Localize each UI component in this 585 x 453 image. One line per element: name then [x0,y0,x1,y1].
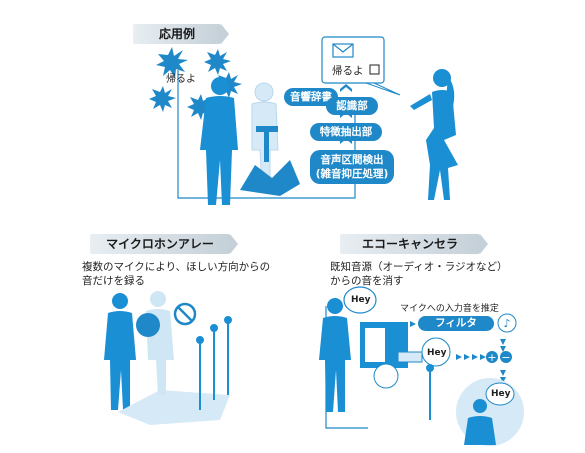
sound-ball-icon [136,313,160,337]
stack-item-vad: 音声区間検出 (雑音抑圧処理) [310,150,394,184]
listener-person-icon [464,399,496,445]
stack-item-vad-label: 音声区間検出 [320,154,384,166]
hey-bubble-2 [421,337,451,367]
svg-text:−: − [501,351,510,364]
hey-bubble-1 [343,286,377,314]
mic-stands-icon [196,316,232,410]
plus-icon [486,351,498,363]
stack-item-dictionary: 音響辞書 [284,88,338,106]
section-title-mic-array: マイクロホンアレー [90,234,238,254]
music-bubble-icon [373,363,399,389]
forbidden-icon [173,302,197,326]
signal-arrows-icon [410,321,506,383]
minus-icon [500,351,512,363]
echo-description-1: 既知音源（オーディオ・ラジオなど） [330,261,508,273]
svg-text:♪: ♪ [503,317,510,330]
mic-array-description-2: 音だけを録る [82,275,145,287]
hey-bubble-3 [485,382,515,406]
svg-text:+: + [487,351,496,364]
person-left-icon [104,293,136,410]
enter-key-icon [369,64,380,75]
person-ghost-icon [146,291,174,395]
section-title-echo-canceller: エコーキャンセラ [340,234,488,254]
mic-icon [426,364,434,420]
estimate-label: マイクへの入力音を推定 [400,304,499,314]
echo-description-2: からの音を消す [330,275,404,287]
section-title-application: 応用例 [133,24,229,44]
woman-figure-icon [410,69,458,200]
stereo-icon [360,322,423,368]
hey-text-1: Hey [351,295,371,305]
mic-array-description-1: 複数のマイクにより、ほしい方向からの [82,261,271,273]
hey-text-3: Hey [491,389,511,399]
message-text: 帰るよ [332,65,364,77]
speaker-person-icon [319,298,351,412]
hey-text-2: Hey [427,348,447,358]
stack-item-recognizer: 認識部 [326,97,378,115]
noise-label: 帰るよ [166,74,196,85]
music-note-icon [497,313,517,333]
stack-item-feature: 特徴抽出部 [310,123,382,141]
filter-pill: フィルタ [418,316,494,331]
man-figure-icon [200,77,238,205]
drill-icon [256,126,278,162]
floor-shadow [118,390,230,425]
impact-icon [240,160,300,196]
stack-item-vad-sub: (雑音抑圧処理) [315,168,389,180]
